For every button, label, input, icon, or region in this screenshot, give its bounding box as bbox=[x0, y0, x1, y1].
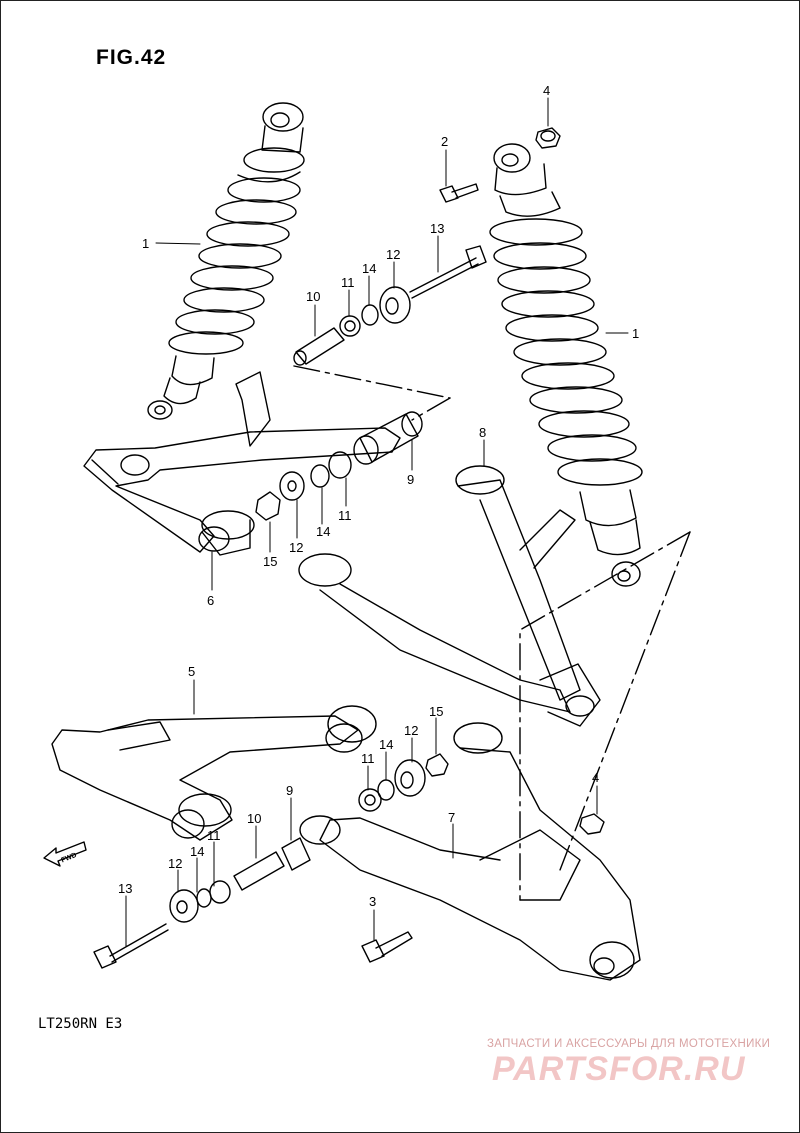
callout-1: 1 bbox=[142, 236, 149, 251]
callout-8: 8 bbox=[479, 425, 486, 440]
callout-9: 9 bbox=[407, 472, 414, 487]
callout-5: 5 bbox=[188, 664, 195, 679]
callout-11: 11 bbox=[341, 275, 355, 290]
callout-12: 12 bbox=[289, 540, 303, 555]
lower-arm-left bbox=[51, 705, 377, 841]
callout-13: 13 bbox=[118, 881, 132, 896]
callout-14: 14 bbox=[316, 524, 330, 539]
callout-1: 1 bbox=[632, 326, 639, 341]
callout-9: 9 bbox=[286, 783, 293, 798]
callout-4: 4 bbox=[592, 770, 599, 785]
figure-title: FIG.42 bbox=[96, 46, 167, 69]
fwd-arrow-icon bbox=[43, 841, 87, 867]
callout-3: 3 bbox=[369, 894, 376, 909]
callout-7: 7 bbox=[448, 810, 455, 825]
callout-12: 12 bbox=[404, 723, 418, 738]
callout-10: 10 bbox=[306, 289, 320, 304]
callout-6: 6 bbox=[207, 593, 214, 608]
callout-12: 12 bbox=[168, 856, 182, 871]
lower-arm-right bbox=[299, 722, 641, 981]
shock-absorber-right bbox=[489, 143, 643, 587]
callout-15: 15 bbox=[263, 554, 277, 569]
callout-13: 13 bbox=[430, 221, 444, 236]
callout-14: 14 bbox=[362, 261, 376, 276]
watermark-logo: PARTSFOR.RU bbox=[492, 1050, 746, 1088]
watermark-caption: ЗАПЧАСТИ И АКСЕССУАРЫ ДЛЯ МОТОТЕХНИКИ bbox=[487, 1038, 771, 1050]
callout-11: 11 bbox=[338, 508, 352, 523]
callout-2: 2 bbox=[441, 134, 448, 149]
callout-4: 4 bbox=[543, 83, 550, 98]
upper-arm-right bbox=[298, 465, 601, 727]
callout-14: 14 bbox=[190, 844, 204, 859]
callout-leaders bbox=[125, 97, 629, 947]
shock-absorber-left bbox=[147, 102, 305, 420]
upper-hardware bbox=[255, 127, 691, 901]
upper-arm-left bbox=[83, 371, 401, 556]
callout-12: 12 bbox=[386, 247, 400, 262]
callout-14: 14 bbox=[379, 737, 393, 752]
callout-11: 11 bbox=[361, 751, 375, 766]
callout-11: 11 bbox=[207, 828, 221, 843]
callout-labels: 1 1 2 3 4 4 5 6 7 8 9 9 10 10 11 11 11 1… bbox=[60, 83, 639, 909]
callout-15: 15 bbox=[429, 704, 443, 719]
callout-10: 10 bbox=[247, 811, 261, 826]
model-code: LT250RN E3 bbox=[38, 1016, 123, 1032]
